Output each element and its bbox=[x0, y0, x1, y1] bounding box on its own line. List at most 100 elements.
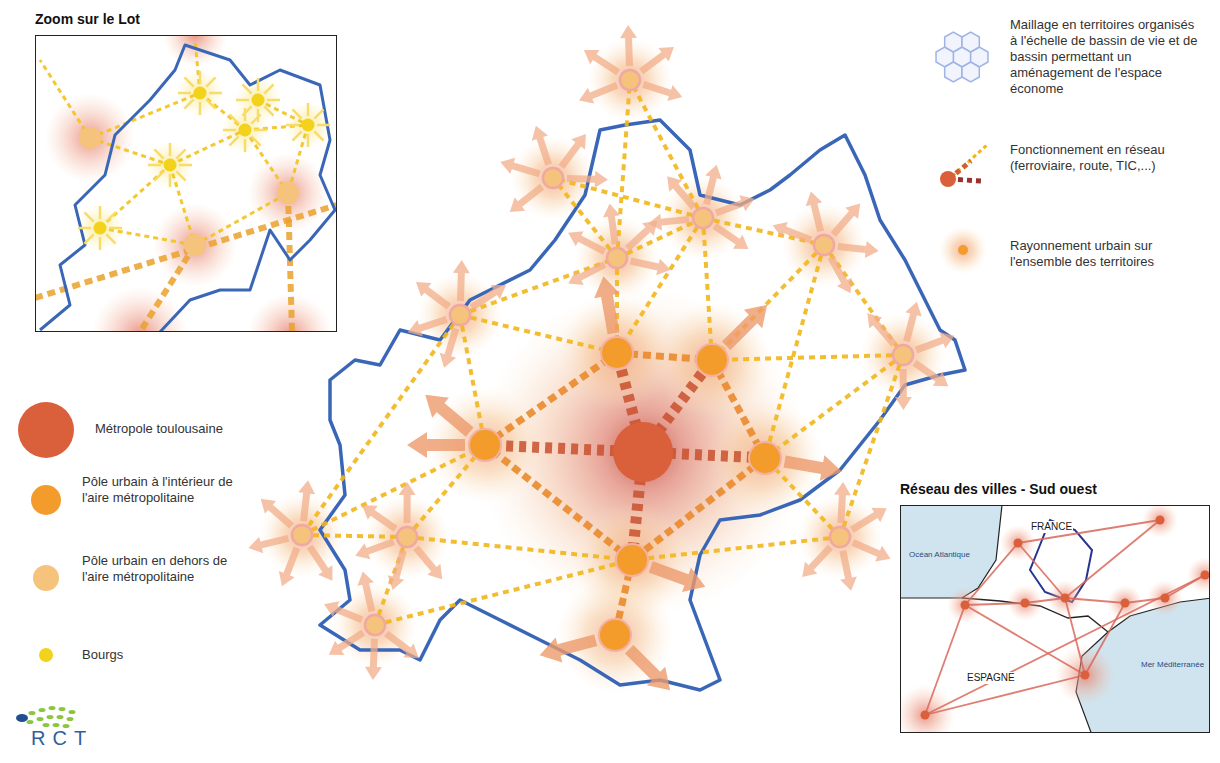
urban-pole-outer bbox=[79, 127, 101, 149]
radiation-arrow bbox=[307, 545, 333, 581]
radiation-arrow bbox=[540, 634, 598, 662]
bourg-ray bbox=[229, 136, 238, 145]
bourg-ray bbox=[176, 149, 185, 158]
urban-pole-outer bbox=[607, 248, 627, 268]
map-label: Mer Méditerranée bbox=[1140, 660, 1205, 669]
network-line bbox=[765, 245, 824, 458]
network-line bbox=[553, 178, 617, 258]
radiation-arrow bbox=[324, 601, 363, 623]
legend-item: Métropole toulousaine bbox=[95, 421, 295, 437]
city-link bbox=[1085, 603, 1125, 675]
radiation-arrow bbox=[867, 313, 896, 346]
legend-text: Maillage en territoires organisés à l'éc… bbox=[1010, 17, 1200, 97]
bourg-ray bbox=[178, 92, 191, 95]
bourg-ray bbox=[176, 171, 185, 180]
radiation-arrow bbox=[773, 222, 812, 243]
city-glow bbox=[1187, 557, 1210, 593]
legend-symbol bbox=[938, 225, 988, 275]
network-line bbox=[617, 80, 630, 258]
bourg-ray bbox=[109, 227, 122, 230]
bourg-ray bbox=[206, 99, 215, 108]
bourg-ray bbox=[106, 212, 115, 221]
logo-dot bbox=[27, 720, 34, 724]
bourg-ray bbox=[254, 129, 267, 132]
logo-dot bbox=[57, 715, 64, 719]
radiation-arrow bbox=[639, 47, 674, 74]
map-label: ESPAGNE bbox=[966, 672, 1016, 684]
radiation-arrow bbox=[915, 332, 955, 353]
bourg-ray bbox=[199, 102, 202, 115]
bourg-glow bbox=[146, 141, 194, 189]
sea-atlantic bbox=[900, 505, 1002, 598]
legend-symbol bbox=[937, 137, 993, 193]
network-line bbox=[140, 245, 195, 332]
radiation-arrow bbox=[703, 165, 722, 206]
radiation-arrow bbox=[357, 571, 375, 612]
city-link bbox=[965, 603, 1025, 605]
radiation-arrow bbox=[642, 81, 682, 101]
urban-pole-inner bbox=[469, 429, 501, 461]
network-line bbox=[703, 218, 712, 360]
city bbox=[1021, 599, 1030, 608]
hexagon bbox=[962, 32, 979, 52]
radiation-arrow bbox=[279, 547, 300, 586]
legend-text: Rayonnement urbain sur l'ensemble des te… bbox=[1010, 238, 1200, 270]
bourg-ray bbox=[292, 109, 301, 118]
legend-swatch bbox=[39, 648, 53, 662]
logo-dot bbox=[43, 723, 50, 727]
radiation-arrow bbox=[362, 505, 398, 531]
network-line bbox=[485, 353, 617, 445]
legend-item: Maillage en territoires organisés à l'éc… bbox=[1010, 17, 1200, 97]
bourg bbox=[302, 119, 315, 132]
city-glow bbox=[1147, 580, 1183, 616]
bourg-ray bbox=[314, 131, 323, 140]
radiation-arrow bbox=[625, 645, 670, 690]
inset-frame bbox=[35, 35, 337, 332]
pole-glow bbox=[45, 93, 135, 183]
radiation-arrow bbox=[416, 282, 451, 309]
logo-dot bbox=[59, 707, 66, 711]
metropole bbox=[613, 422, 673, 482]
urban-pole-inner bbox=[601, 337, 633, 369]
main-map bbox=[249, 25, 965, 693]
inset-ground bbox=[35, 35, 337, 332]
radiation-arrow bbox=[559, 134, 586, 169]
radiation-arrow bbox=[568, 231, 606, 255]
bourg-ray bbox=[169, 174, 172, 187]
bourg-ray bbox=[179, 164, 192, 167]
bourg-glow bbox=[234, 76, 282, 124]
network-line bbox=[90, 138, 170, 165]
inset-box: Réseau des villes - Sud ouest bbox=[900, 478, 1210, 733]
legend-text: Pôle urbain à l'intérieur de l'aire métr… bbox=[82, 474, 242, 506]
legend-swatch bbox=[31, 485, 61, 515]
network-line bbox=[460, 258, 617, 315]
legend-text: Métropole toulousaine bbox=[95, 421, 295, 437]
bourg-ray bbox=[242, 106, 251, 115]
radiation-arrow bbox=[500, 158, 540, 178]
radiation-arrow bbox=[365, 639, 382, 680]
bourg-ray bbox=[251, 136, 260, 145]
radiation-arrow bbox=[584, 50, 620, 75]
radiation-arrow bbox=[713, 223, 749, 249]
urban-pole-outer bbox=[277, 182, 299, 204]
inset-heading: Zoom sur le Lot bbox=[35, 8, 337, 28]
network-line bbox=[712, 355, 903, 360]
radiation-arrow bbox=[568, 261, 606, 285]
legend-item: Fonctionnement en réseau (ferroviaire, r… bbox=[1010, 142, 1200, 174]
radiation-arrow bbox=[510, 184, 544, 212]
bourg-ray bbox=[184, 99, 193, 108]
urban-pole-outer bbox=[184, 234, 206, 256]
logo-dot bbox=[39, 708, 46, 712]
radiation-arrow bbox=[630, 258, 671, 276]
pole-glow bbox=[575, 216, 659, 300]
network-line bbox=[617, 218, 703, 353]
bourg bbox=[252, 94, 265, 107]
urban-pole-outer bbox=[814, 235, 834, 255]
city bbox=[921, 711, 930, 720]
radiation-arrow bbox=[408, 316, 448, 336]
bourg-ray bbox=[242, 84, 251, 93]
hexagon bbox=[962, 62, 979, 82]
lot-outline bbox=[40, 45, 335, 332]
hexagon bbox=[945, 62, 962, 82]
